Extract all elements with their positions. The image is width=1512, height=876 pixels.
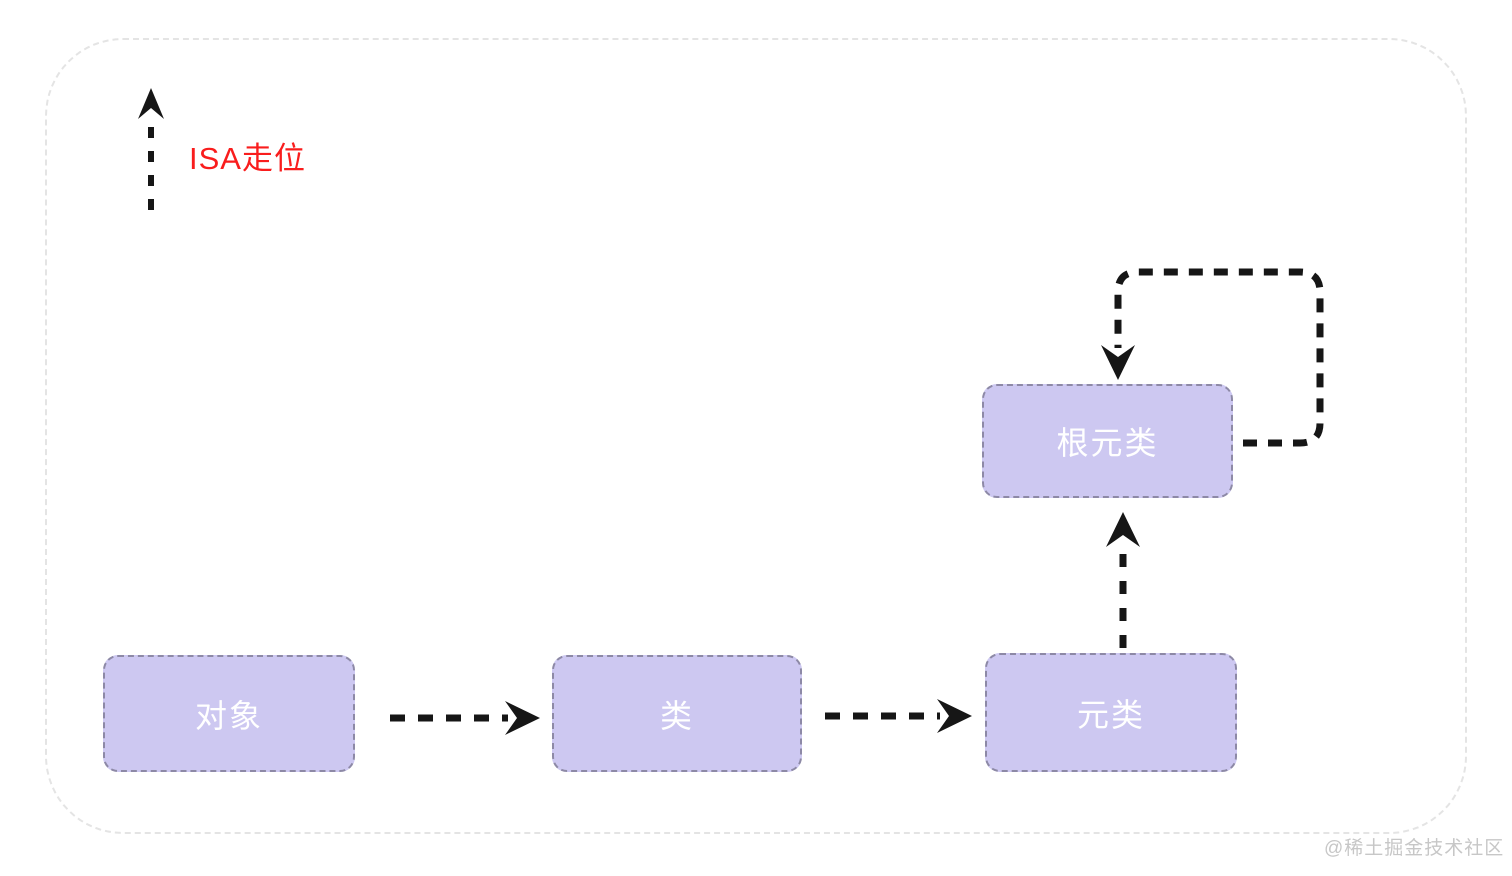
node-object-label: 对象: [194, 697, 263, 734]
node-class-label: 类: [659, 697, 694, 734]
node-root-metaclass-label: 根元类: [1056, 425, 1159, 461]
node-class[interactable]: 类: [552, 655, 802, 772]
node-root-metaclass[interactable]: 根元类: [982, 384, 1233, 498]
isa-legend-label: ISA走位: [189, 141, 306, 176]
outer-dashed-frame: [45, 38, 1467, 834]
node-metaclass[interactable]: 元类: [985, 653, 1237, 772]
watermark-text: @稀土掘金技术社区: [1324, 838, 1505, 859]
node-metaclass-label: 元类: [1076, 696, 1145, 733]
node-object[interactable]: 对象: [103, 655, 355, 772]
